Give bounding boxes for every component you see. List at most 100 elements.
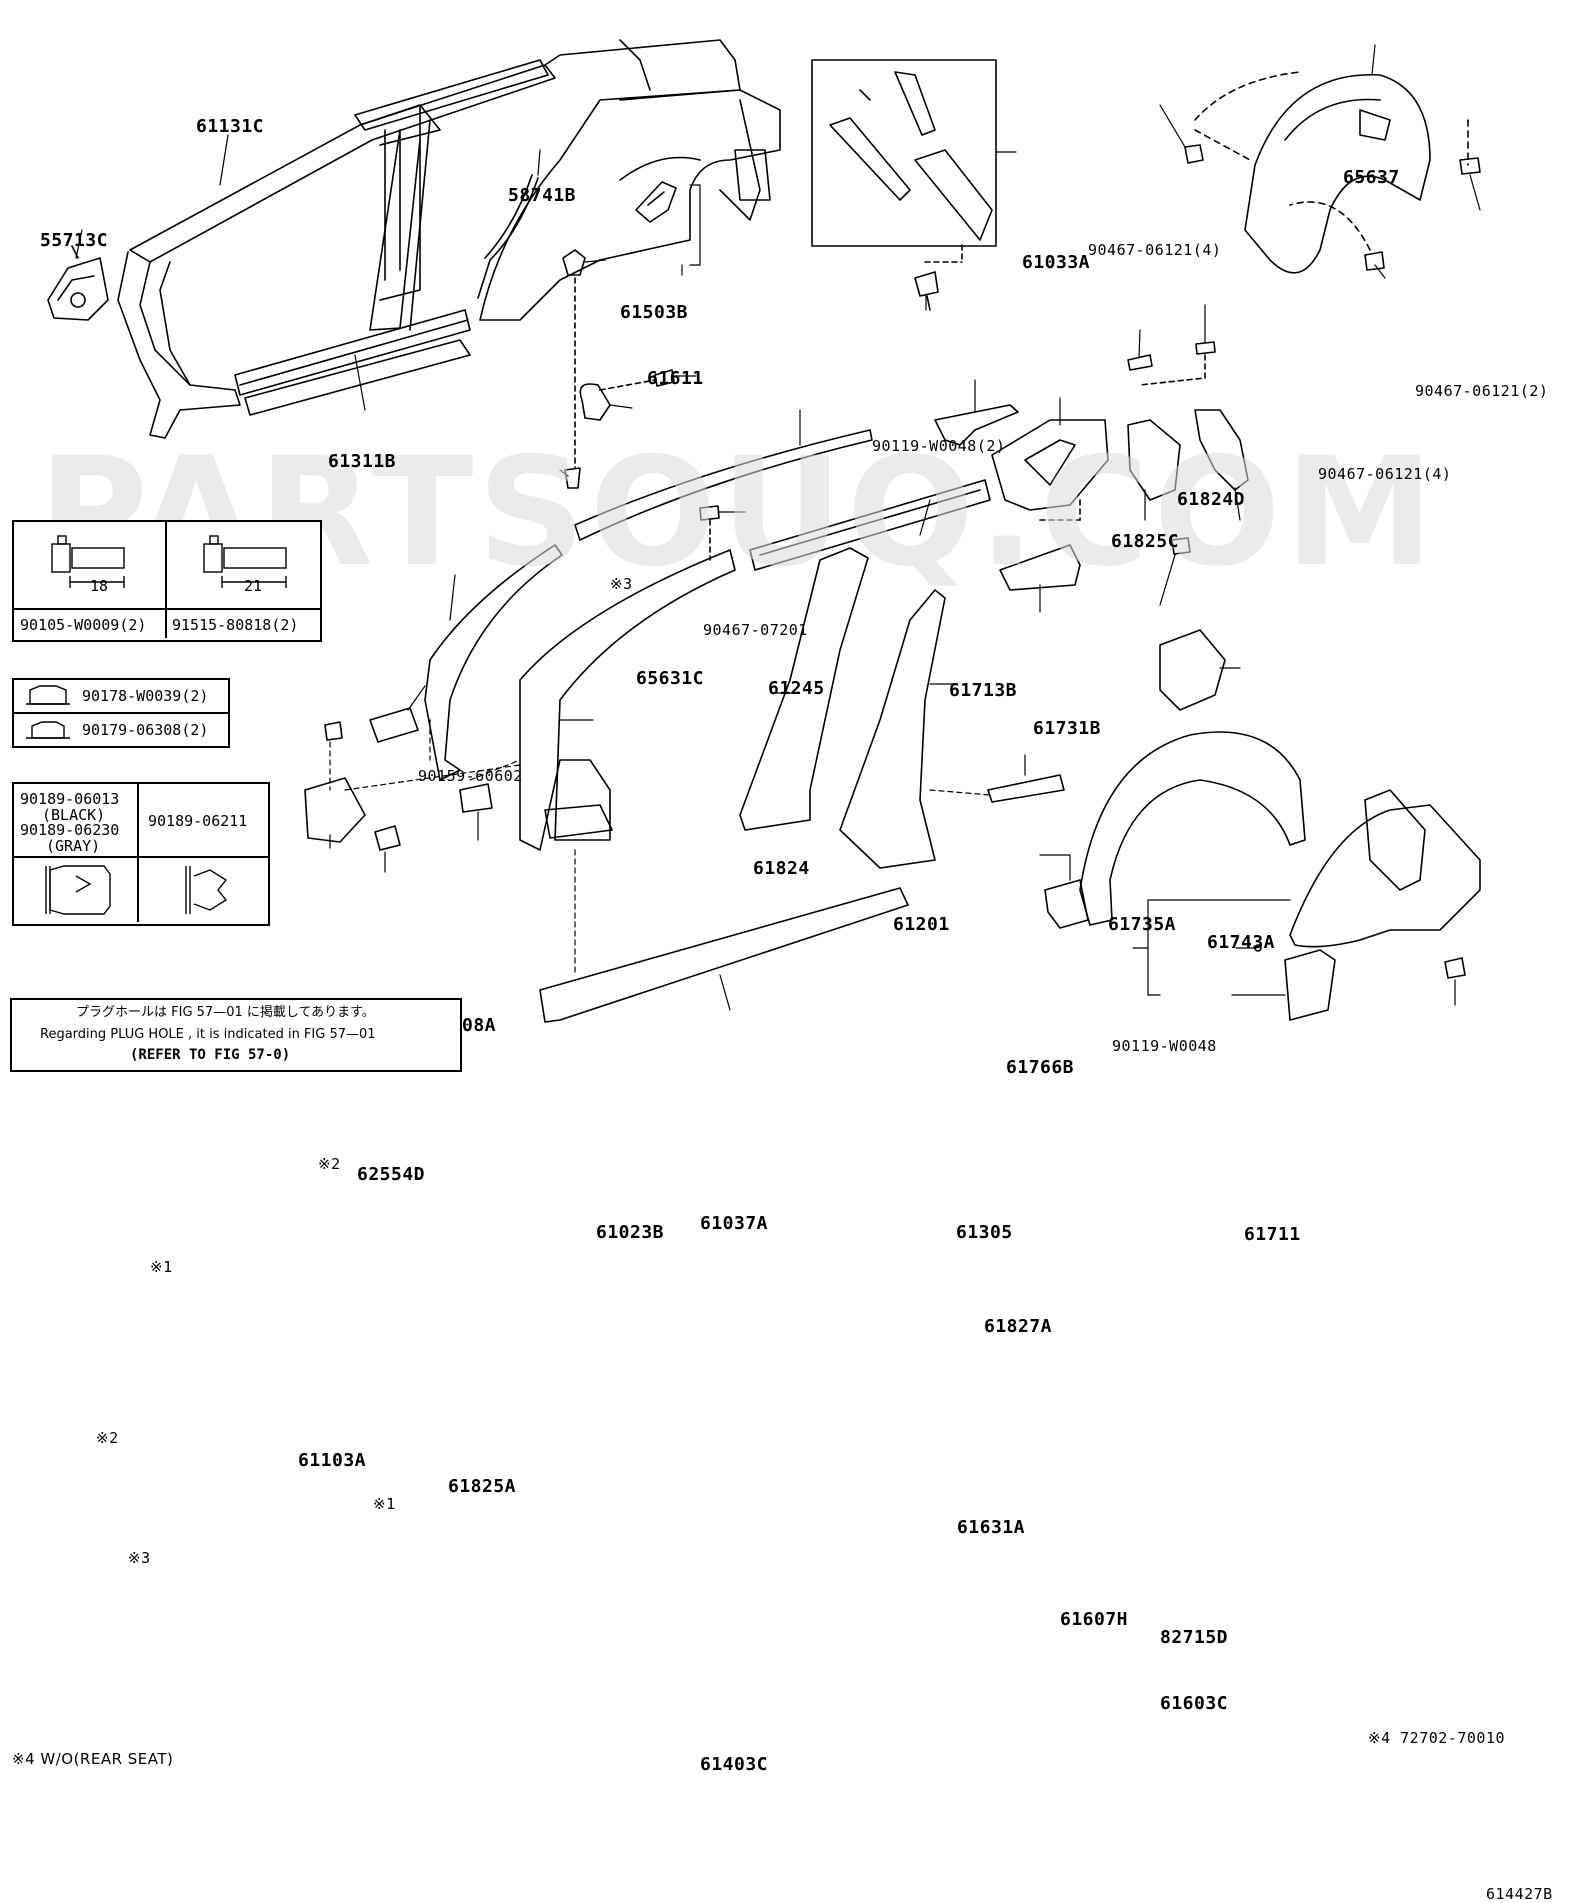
legend3-box: 90189-06013 (BLACK) 90189-06230 (GRAY) 9…	[12, 782, 270, 926]
label-note-3: ※3	[610, 575, 633, 593]
pad-61827A-shape	[987, 774, 1065, 803]
legend2-row2[interactable]: 90179-06308(2)	[82, 721, 209, 739]
footnote-4: ※4 W/O(REAR SEAT)	[12, 1750, 174, 1768]
label-72702-70010[interactable]: ※4 72702-70010	[1368, 1729, 1505, 1747]
label-65637[interactable]: 65637	[1343, 167, 1400, 188]
legend1-code-right[interactable]: 91515-80818(2)	[172, 616, 299, 634]
legend3-code3[interactable]: 90189-06211	[148, 812, 248, 830]
part-61711-shape	[1159, 629, 1226, 711]
label-61766B[interactable]: 61766B	[1006, 1057, 1075, 1078]
label-61245[interactable]: 61245	[768, 678, 825, 699]
label-90467-06121-2[interactable]: 90467-06121(2)	[1415, 382, 1549, 400]
label-82715D[interactable]: 82715D	[1160, 1627, 1229, 1648]
part-61713B-shape	[934, 404, 1019, 446]
label-61824[interactable]: 61824	[753, 858, 810, 879]
part-61403C-shape	[539, 887, 909, 1023]
part-61631A-shape	[1079, 731, 1306, 926]
figure-id: 614427B	[1486, 1885, 1553, 1903]
part-61607H-upper	[1364, 789, 1426, 891]
assembly-lines	[329, 719, 991, 976]
label-90467-06121-4b[interactable]: 90467-06121(4)	[1318, 465, 1452, 483]
legend1-box: 18 21 90105-W0009(2) 91515-80818(2)	[12, 520, 322, 642]
label-61033A[interactable]: 61033A	[1022, 252, 1091, 273]
nut-90467a-shape	[1184, 144, 1204, 164]
leader-lines	[75, 44, 1481, 1011]
part-55713C-shape	[47, 245, 109, 321]
label-61827A[interactable]: 61827A	[984, 1316, 1053, 1337]
part-61023B-shape	[519, 549, 736, 851]
label-58741B[interactable]: 58741B	[508, 185, 577, 206]
label-61825C[interactable]: 61825C	[1111, 531, 1180, 552]
nut-90467b-shape	[1459, 157, 1481, 175]
part-61743A-shape	[1194, 409, 1249, 491]
label-61607H[interactable]: 61607H	[1060, 1609, 1129, 1630]
part-61037A-shape	[739, 547, 869, 831]
label-61711[interactable]: 61711	[1244, 1224, 1301, 1245]
legend2-row1[interactable]: 90178-W0039(2)	[82, 687, 209, 705]
label-61108A[interactable]: 61108A	[428, 1015, 497, 1036]
part-61631A-bracket	[1044, 879, 1089, 929]
plug-note-en: Regarding PLUG HOLE , it is indicated in…	[40, 1027, 376, 1042]
legend3-code1[interactable]: 90189-06013	[20, 790, 120, 808]
label-61131C[interactable]: 61131C	[196, 116, 265, 137]
bolt-1-shape	[374, 825, 401, 851]
label-61603C[interactable]: 61603C	[1160, 1693, 1229, 1714]
label-65631C[interactable]: 65631C	[636, 668, 705, 689]
part-pillar-frame-shape	[354, 59, 549, 331]
bolt-90119-shape	[914, 271, 939, 297]
pad-61825C-shape	[1127, 354, 1153, 371]
label-61503B[interactable]: 61503B	[620, 302, 689, 323]
label-55713C[interactable]: 55713C	[40, 230, 109, 251]
legend1-code-left[interactable]: 90105-W0009(2)	[20, 616, 147, 634]
legend3-note2: (GRAY)	[46, 837, 101, 855]
part-61603C-shape	[1284, 949, 1336, 1021]
legend3-title: ※3	[128, 1549, 151, 1567]
label-61735A[interactable]: 61735A	[1108, 914, 1177, 935]
label-90467-07201[interactable]: 90467-07201	[703, 621, 808, 639]
label-61311B[interactable]: 61311B	[328, 451, 397, 472]
label-61824D[interactable]: 61824D	[1177, 489, 1246, 510]
pad-61824-shape	[699, 505, 720, 521]
block-62554D-shape	[369, 707, 419, 743]
label-61825A[interactable]: 61825A	[448, 1476, 517, 1497]
part-61305-shape	[839, 589, 946, 869]
label-90119-W0048-2[interactable]: 90119-W0048(2)	[872, 437, 1006, 455]
plug-note-jp: プラグホールは FIG 57—01 に掲載してあります。	[76, 1005, 375, 1020]
part-61731B-shape	[991, 419, 1109, 511]
legend1-title: ※1	[150, 1258, 173, 1276]
legend3-code2[interactable]: 90189-06230	[20, 821, 120, 839]
nut-90467c-shape	[1364, 251, 1385, 271]
part-61103A-shape	[304, 777, 366, 843]
parts-diagram	[47, 39, 1481, 1023]
part-61311B-shape	[234, 309, 471, 396]
label-90119-W0048[interactable]: 90119-W0048	[1112, 1037, 1217, 1055]
label-61731B[interactable]: 61731B	[1033, 718, 1102, 739]
part-65637-shape	[1244, 73, 1431, 274]
part-61503B-shape	[635, 181, 677, 223]
part-61201-shape	[749, 479, 991, 571]
label-61201[interactable]: 61201	[893, 914, 950, 935]
legend1-dim-left: 18	[90, 577, 109, 595]
label-61611[interactable]: 61611	[647, 368, 704, 389]
dashes-65637	[1194, 71, 1469, 251]
part-58741B-shape	[477, 174, 539, 299]
label-90159-60602[interactable]: 90159-60602	[418, 767, 523, 785]
part-quarter-panel-shape	[479, 89, 781, 321]
bolt-90119b-shape	[1171, 537, 1191, 555]
block-61825A-shape	[459, 783, 493, 813]
label-62554D[interactable]: 62554D	[357, 1164, 426, 1185]
part-61735A-shape	[1127, 419, 1181, 501]
label-61743A[interactable]: 61743A	[1207, 932, 1276, 953]
part-61607H-shape	[1289, 804, 1481, 948]
bolt-72702-shape	[1444, 957, 1466, 979]
label-61713B[interactable]: 61713B	[949, 680, 1018, 701]
pad-61824D-shape	[1195, 341, 1216, 355]
label-61631A[interactable]: 61631A	[957, 1517, 1026, 1538]
label-90467-06121-4a[interactable]: 90467-06121(4)	[1088, 241, 1222, 259]
part-61245-shape	[574, 429, 873, 541]
legend2-title: ※2	[96, 1429, 119, 1447]
plug-note-ref[interactable]: (REFER TO FIG 57-0)	[130, 1047, 291, 1063]
part-61033A-box	[811, 59, 997, 247]
label-61103A[interactable]: 61103A	[298, 1450, 367, 1471]
part-61766B-shape	[999, 544, 1081, 591]
